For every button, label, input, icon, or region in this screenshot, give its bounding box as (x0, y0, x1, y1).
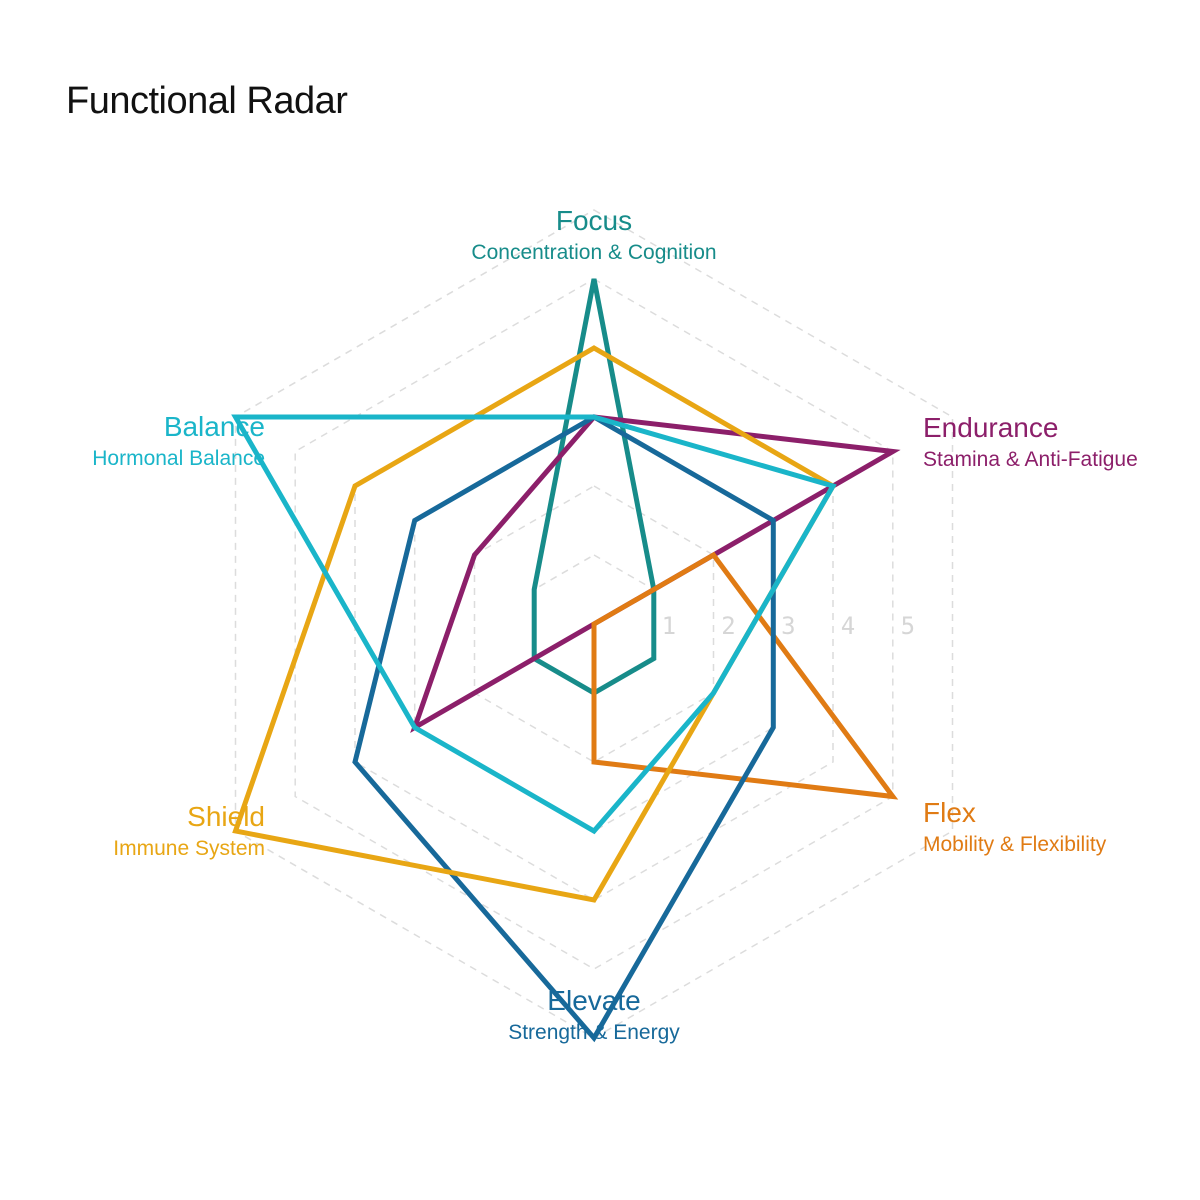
axis-name-balance: Balance (163, 411, 265, 442)
series-elevate (352, 414, 776, 1043)
axis-label-flex: Flex Mobility & Flexibility (923, 796, 1106, 857)
axis-sub-elevate: Strength & Energy (508, 1020, 680, 1044)
axis-label-shield: Shield Immune System (113, 800, 265, 861)
axis-label-balance: Balance Hormonal Balance (92, 410, 265, 471)
tick-label-5: 5 (901, 612, 915, 640)
axis-sub-balance: Hormonal Balance (92, 446, 265, 470)
tick-label-3: 3 (781, 612, 795, 640)
axis-label-focus: Focus Concentration & Cognition (400, 204, 788, 265)
series-flex (591, 551, 899, 800)
tick-label-2: 2 (721, 612, 735, 640)
axis-sub-focus: Concentration & Cognition (471, 240, 717, 264)
axis-name-elevate: Elevate (547, 985, 641, 1016)
axis-label-endurance: Endurance Stamina & Anti-Fatigue (923, 411, 1138, 472)
radar-tick-labels: 1 2 3 4 5 (662, 612, 915, 640)
axis-label-elevate: Elevate Strength & Energy (400, 984, 788, 1045)
axis-name-shield: Shield (187, 801, 265, 832)
radar-series (231, 278, 901, 1043)
axis-name-endurance: Endurance (923, 412, 1059, 443)
axis-sub-flex: Mobility & Flexibility (923, 832, 1107, 856)
axis-sub-endurance: Stamina & Anti-Fatigue (923, 447, 1138, 471)
axis-name-flex: Flex (923, 797, 976, 828)
tick-label-1: 1 (662, 612, 676, 640)
chart-title: Functional Radar (66, 80, 348, 122)
series-balance (231, 414, 837, 835)
axis-name-focus: Focus (555, 205, 633, 236)
tick-label-4: 4 (841, 612, 855, 640)
axis-sub-shield: Immune System (113, 836, 265, 860)
series-endurance (410, 414, 901, 734)
